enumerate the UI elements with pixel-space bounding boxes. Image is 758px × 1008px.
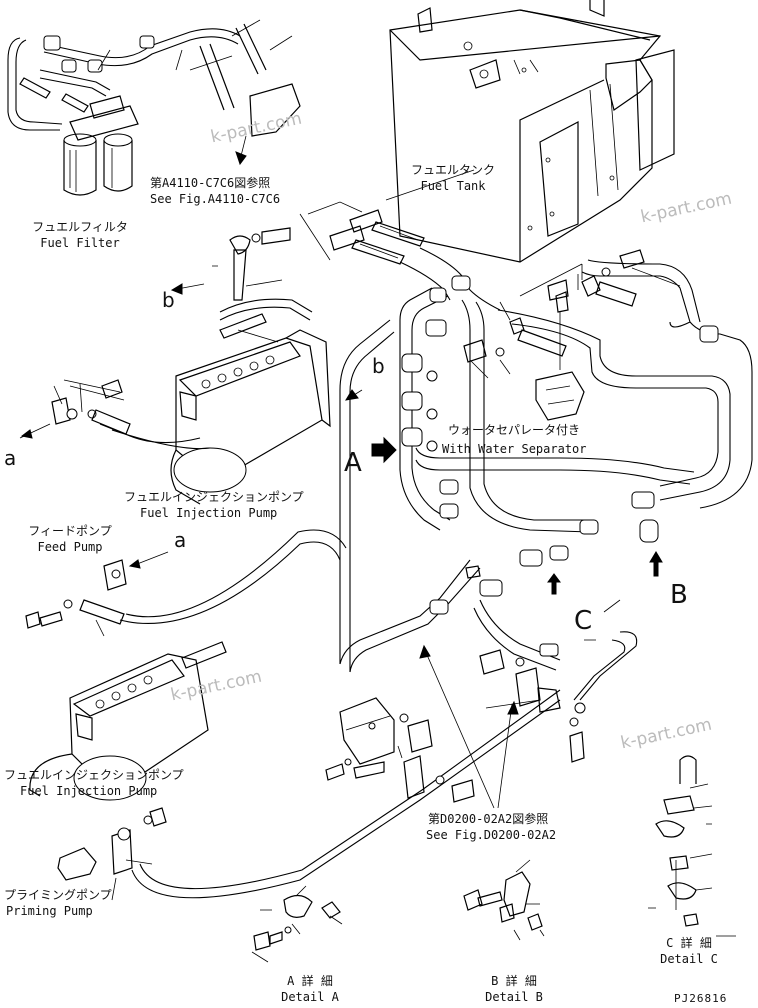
injection-pump-1-label-en: Fuel Injection Pump: [140, 506, 278, 520]
water-separator-label-jp: ウォータセパレータ付き: [448, 423, 581, 437]
fuel-tank-label-en: Fuel Tank: [420, 179, 486, 193]
callout-b-left: b: [162, 288, 175, 312]
detail-c-label-jp: C 詳 細: [666, 936, 712, 950]
fuel-lines: [339, 247, 753, 701]
injection-pump-1: [170, 227, 331, 505]
water-separator-label-en: With Water Separator: [442, 442, 587, 456]
fuel-tank-drawing: [389, 0, 675, 263]
fuel-filter-drawing: [63, 95, 139, 196]
fuel-filter-pipes: [7, 23, 301, 137]
feed-pump-label-jp: フィードポンプ: [28, 524, 112, 538]
mid-bracket: [325, 565, 586, 803]
detail-b-label-en: Detail B: [485, 990, 543, 1004]
injection-pump-2-label-en: Fuel Injection Pump: [20, 784, 158, 798]
ref-mid-label-en: See Fig.D0200-02A2: [426, 828, 557, 842]
ref-mid-label-jp: 第D0200-02A2図参照: [428, 812, 549, 826]
fuel-filter-label-jp: フュエルフィルタ: [32, 220, 128, 234]
callout-b-mid: b: [372, 354, 385, 378]
callout-b-large: B: [670, 580, 688, 610]
feed-pump-label-en: Feed Pump: [37, 540, 103, 554]
detail-c-drawing: [648, 755, 736, 937]
clamps: [401, 275, 719, 657]
detail-a-label-jp: A 詳 細: [287, 974, 333, 988]
priming-pump-drawing: [57, 807, 167, 901]
fuel-filter-label-en: Fuel Filter: [40, 236, 120, 250]
priming-pump-label-jp: プライミングポンプ: [4, 888, 112, 902]
priming-pump-label-en: Priming Pump: [6, 904, 93, 918]
detail-b-drawing: [463, 859, 545, 941]
water-separator: [535, 279, 585, 421]
injection-pump-1-label-jp: フュエルインジェクションポンプ: [124, 490, 304, 504]
drawing-code: PJ26816: [674, 992, 728, 1005]
detail-c-label-en: Detail C: [660, 952, 718, 966]
ref-top-label-en: See Fig.A4110-C7C6: [150, 192, 281, 206]
injection-pump-2: [29, 641, 227, 801]
detail-a-label-en: Detail A: [281, 990, 339, 1004]
tank-right-fittings: [463, 249, 681, 379]
feed-pump-drawing: [103, 551, 169, 591]
tank-fittings: [299, 169, 475, 265]
detail-b-label-jp: B 詳 細: [491, 974, 537, 988]
callout-a-large: A: [344, 448, 362, 478]
detail-a-drawing: [251, 885, 343, 963]
ref-top-label-jp: 第A4110-C7C6図参照: [150, 176, 271, 190]
left-bolt-assembly: [51, 379, 131, 435]
fuel-tank-label-jp: フュエルタンク: [410, 163, 495, 177]
callout-a-left: a: [4, 446, 17, 470]
callout-a-feed: a: [174, 528, 187, 552]
callout-c-large: C: [574, 606, 593, 636]
feed-bolts: [25, 599, 125, 637]
injection-pump-2-label-jp: フュエルインジェクションポンプ: [4, 768, 184, 782]
